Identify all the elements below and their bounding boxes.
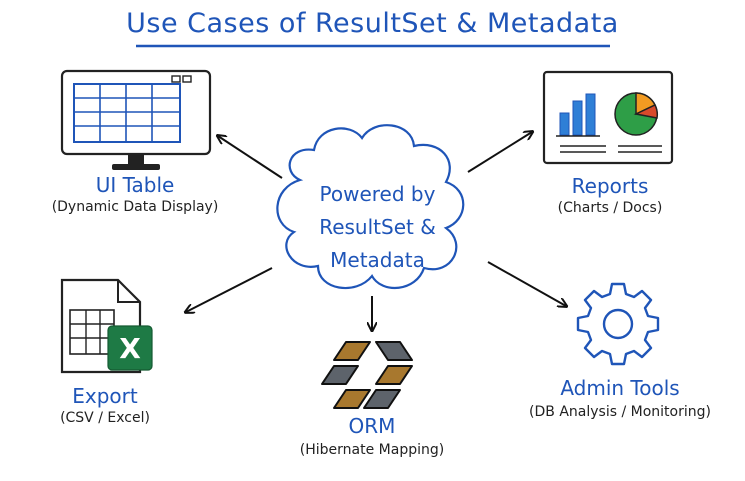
node-export-name: Export: [72, 384, 138, 408]
page-title: Use Cases of ResultSet & Metadata: [126, 8, 619, 39]
node-admin-tools-sub: (DB Analysis / Monitoring): [529, 404, 711, 420]
node-ui-table: UI Table (Dynamic Data Display): [20, 173, 250, 215]
center-line-2: ResultSet &: [319, 215, 436, 239]
monitor-table-icon: [60, 69, 212, 170]
cloud-shape: [276, 124, 465, 290]
node-reports-name: Reports: [571, 174, 649, 198]
chart-report-icon: [542, 70, 674, 165]
excel-badge-letter: X: [119, 332, 141, 365]
arrow-to-export: [186, 267, 273, 312]
node-admin-tools: Admin Tools (DB Analysis / Monitoring): [500, 376, 740, 420]
hibernate-logo-icon: [321, 341, 413, 409]
center-line-1: Powered by: [319, 182, 436, 206]
node-export: Export (CSV / Excel): [20, 384, 190, 426]
excel-file-icon: X: [60, 278, 153, 374]
center-cloud-text: Powered by ResultSet & Metadata: [290, 178, 465, 277]
center-line-3: Metadata: [330, 248, 425, 272]
arrow-to-ui-table: [218, 136, 283, 179]
node-ui-table-name: UI Table: [95, 173, 175, 197]
node-ui-table-sub: (Dynamic Data Display): [51, 199, 219, 215]
node-orm-name: ORM: [348, 414, 396, 438]
node-orm: ORM (Hibernate Mapping): [272, 414, 472, 458]
node-export-sub: (CSV / Excel): [60, 410, 150, 426]
node-admin-tools-name: Admin Tools: [560, 376, 680, 400]
node-reports: Reports (Charts / Docs): [520, 174, 700, 216]
arrow-to-reports: [467, 132, 532, 173]
node-reports-sub: (Charts / Docs): [557, 200, 663, 216]
arrow-to-admin: [487, 261, 566, 306]
gear-icon: [576, 282, 660, 366]
node-orm-sub: (Hibernate Mapping): [299, 442, 445, 458]
